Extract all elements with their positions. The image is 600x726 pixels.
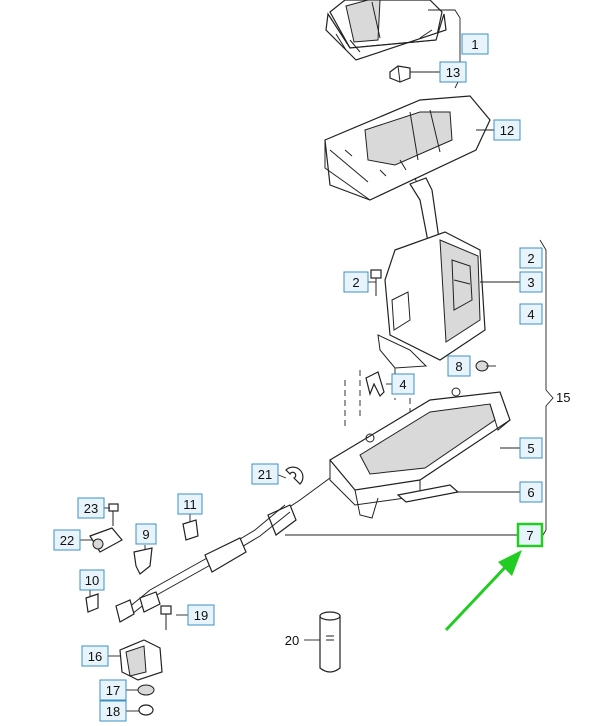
callout-8-label: 8: [455, 359, 462, 374]
callout-5[interactable]: 5: [519, 437, 543, 459]
callout-1[interactable]: 1: [461, 33, 489, 55]
callout-19[interactable]: 19: [187, 604, 215, 626]
callout-5-label: 5: [527, 441, 534, 456]
callout-18-label: 18: [106, 704, 120, 719]
part-12-console-frame: [324, 95, 491, 201]
part-6-pad: [396, 484, 460, 503]
callout-22-label: 22: [60, 533, 74, 548]
callout-1-label: 1: [471, 37, 478, 52]
part-9-clip: [133, 547, 153, 575]
callout-10-label: 10: [85, 573, 99, 588]
callout-23-label: 23: [84, 501, 98, 516]
callout-17-label: 17: [106, 683, 120, 698]
callout-9-label: 9: [142, 527, 149, 542]
callout-2-right[interactable]: 2: [519, 247, 543, 269]
part-1-boot: [325, 0, 447, 61]
callout-20-plain[interactable]: 20: [285, 633, 299, 648]
part-10-small-bracket: [85, 593, 99, 613]
callout-8[interactable]: 8: [447, 355, 471, 377]
callout-19-label: 19: [194, 608, 208, 623]
callout-11[interactable]: 11: [177, 493, 203, 515]
callout-7-highlighted[interactable]: 7: [516, 522, 544, 548]
part-20-tube: [319, 611, 341, 673]
part-17-washer: [137, 684, 155, 696]
callout-2-top-label: 2: [352, 275, 359, 290]
callout-12-label: 12: [500, 123, 514, 138]
callout-9[interactable]: 9: [135, 523, 157, 545]
callout-3[interactable]: 3: [519, 271, 543, 293]
part-13-clip: [389, 65, 411, 83]
callout-4-right[interactable]: 4: [519, 303, 543, 325]
callout-20-label: 20: [285, 633, 299, 648]
part-2-bolt: [370, 269, 382, 296]
callout-4-left[interactable]: 4: [391, 373, 415, 395]
callout-18[interactable]: 18: [99, 700, 127, 722]
callout-22[interactable]: 22: [53, 529, 81, 551]
part-5-base-plate: [329, 387, 511, 519]
callout-13-label: 13: [446, 65, 460, 80]
callout-16[interactable]: 16: [81, 645, 109, 667]
callout-12[interactable]: 12: [493, 119, 521, 141]
callout-2-right-label: 2: [527, 251, 534, 266]
shift-cable: [115, 477, 331, 623]
callout-10[interactable]: 10: [79, 569, 105, 591]
part-18-nut: [138, 704, 154, 716]
part-19-bolt: [160, 605, 172, 630]
callout-16-label: 16: [88, 649, 102, 664]
callout-21[interactable]: 21: [251, 463, 279, 485]
callout-4-left-label: 4: [399, 377, 406, 392]
callout-2-top[interactable]: 2: [343, 271, 369, 293]
callout-3-label: 3: [527, 275, 534, 290]
part-4-clip: [365, 371, 385, 398]
callout-7-label: 7: [526, 528, 533, 543]
callout-11-label: 11: [183, 497, 197, 512]
callout-17[interactable]: 17: [99, 679, 127, 701]
highlight-arrow: [444, 550, 522, 632]
callout-4-right-label: 4: [527, 307, 534, 322]
part-11-bracket: [182, 519, 199, 541]
callout-6[interactable]: 6: [519, 481, 543, 503]
part-21-clip: [285, 466, 304, 485]
part-22-23-lever: [89, 503, 123, 553]
callout-21-label: 21: [258, 467, 272, 482]
callout-23[interactable]: 23: [77, 497, 105, 519]
callout-6-label: 6: [527, 485, 534, 500]
callout-13[interactable]: 13: [439, 61, 467, 83]
part-16-mount: [119, 639, 163, 681]
part-3-shift-housing: [377, 177, 486, 369]
bracket-label-15: 15: [556, 390, 570, 405]
